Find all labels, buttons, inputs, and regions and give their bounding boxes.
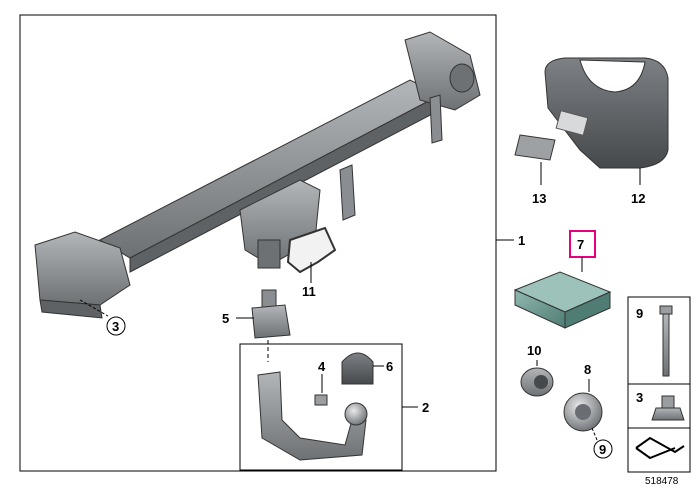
callout-11: 11 xyxy=(302,284,316,299)
detachable-hitch xyxy=(257,371,368,461)
callout-3: 3 xyxy=(112,319,119,334)
main-frame xyxy=(19,14,497,472)
callout-13: 13 xyxy=(532,191,546,206)
callout-1: 1 xyxy=(518,233,525,248)
callout-7: 7 xyxy=(577,237,584,252)
callout-2: 2 xyxy=(422,400,429,415)
callout-8: 8 xyxy=(584,362,591,377)
callout-9: 9 xyxy=(636,306,643,321)
callout-6: 6 xyxy=(386,359,393,374)
socket-bracket xyxy=(251,289,291,339)
tow-bar-crossbeam xyxy=(34,31,481,319)
callout-3b: 3 xyxy=(636,390,643,405)
callout-5: 5 xyxy=(222,311,229,326)
gasket-plate xyxy=(286,226,337,274)
diagram-id: 518478 xyxy=(645,476,679,487)
arrow-reference-icon xyxy=(635,436,685,460)
callout-4: 4 xyxy=(318,359,326,374)
callout-circle-9 xyxy=(593,439,613,459)
callout-9b: 9 xyxy=(599,442,606,457)
ball-cap-part-6 xyxy=(341,352,374,385)
callout-10: 10 xyxy=(527,343,541,358)
callout-12: 12 xyxy=(631,191,645,206)
bolt-part-4 xyxy=(314,394,328,406)
cover-part-12 xyxy=(544,57,669,169)
long-bolt-part-9 xyxy=(659,305,673,377)
control-module-part-7 xyxy=(513,271,612,329)
grommet-part-10 xyxy=(520,367,554,397)
sticker-part-13 xyxy=(514,134,556,161)
callout-circle-3 xyxy=(106,316,126,336)
socket-part-8 xyxy=(563,392,603,432)
nut-part-3 xyxy=(651,395,685,421)
